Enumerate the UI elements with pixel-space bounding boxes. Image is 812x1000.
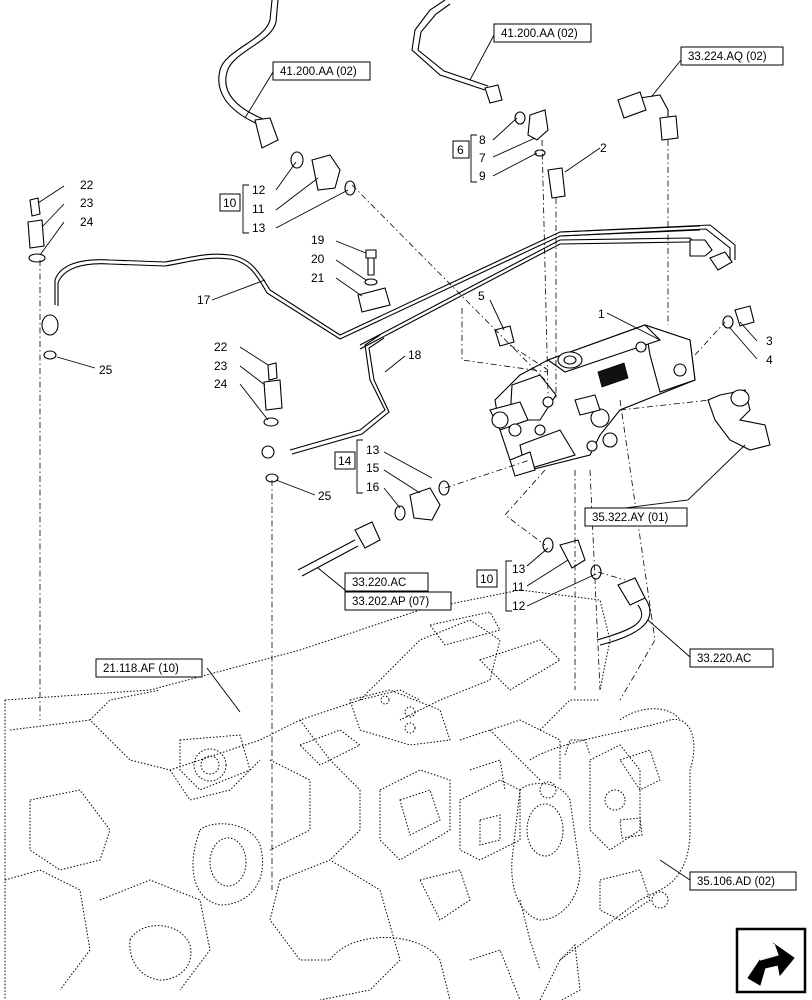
callout-25-lower: 25 bbox=[318, 489, 332, 503]
callout-23-lower: 23 bbox=[214, 359, 228, 373]
callout-18: 18 bbox=[408, 348, 422, 362]
callout-14: 14 bbox=[338, 454, 352, 468]
callout-22-lower: 22 bbox=[214, 340, 228, 354]
brackets bbox=[242, 134, 512, 612]
ref-33-220-ac-right-box[interactable] bbox=[689, 648, 774, 668]
ref-21-118-af[interactable]: 21.118.AF (10) bbox=[103, 663, 179, 675]
ref-33-220-ac-right[interactable]: 33.220.AC bbox=[697, 653, 751, 665]
callout-3: 3 bbox=[766, 334, 773, 348]
callout-6: 6 bbox=[457, 143, 464, 157]
callout-10-lower: 10 bbox=[480, 572, 494, 586]
reference-labels: 41.200.AA (02) 41.200.AA (02) 33.224.AQ … bbox=[95, 23, 797, 891]
ref-41-200-aa-left-box[interactable] bbox=[272, 61, 371, 81]
callout-15: 15 bbox=[366, 461, 380, 475]
callout-24-lower: 24 bbox=[214, 377, 228, 391]
callout-22-upper: 22 bbox=[80, 178, 94, 192]
callout-23-upper: 23 bbox=[80, 196, 94, 210]
callout-17: 17 bbox=[197, 293, 211, 307]
callout-19: 19 bbox=[311, 233, 325, 247]
next-page-arrow-icon[interactable] bbox=[735, 927, 807, 994]
ref-33-220-ac-left[interactable]: 33.220.AC bbox=[352, 577, 406, 589]
callout-10-upper: 10 bbox=[223, 196, 237, 210]
callout-9: 9 bbox=[479, 169, 486, 183]
ref-33-224-aq[interactable]: 33.224.AQ (02) bbox=[688, 51, 767, 63]
callout-5: 5 bbox=[478, 289, 485, 303]
tractor-frame-outline bbox=[4, 589, 611, 1000]
callout-6-box bbox=[452, 140, 470, 159]
ref-33-202-ap[interactable]: 33.202.AP (07) bbox=[352, 596, 429, 608]
leader-lines bbox=[37, 34, 758, 881]
ref-41-200-aa-right[interactable]: 41.200.AA (02) bbox=[501, 28, 578, 40]
ref-33-224-aq-box[interactable] bbox=[680, 46, 784, 66]
callout-21: 21 bbox=[311, 271, 325, 285]
callout-14-box bbox=[334, 451, 356, 470]
hydraulic-pump-outline bbox=[511, 708, 695, 1000]
fittings bbox=[27, 0, 771, 646]
callout-16: 16 bbox=[366, 480, 380, 494]
callout-12-upper: 12 bbox=[252, 183, 266, 197]
callout-2: 2 bbox=[600, 141, 607, 155]
ref-21-118-af-box[interactable] bbox=[95, 658, 203, 678]
callout-10-upper-box bbox=[219, 193, 241, 212]
ref-35-322-ay-box[interactable] bbox=[584, 507, 688, 527]
ref-33-220-ac-left-box[interactable] bbox=[344, 572, 429, 592]
callout-11-lower: 11 bbox=[512, 580, 525, 594]
callout-1: 1 bbox=[598, 307, 605, 321]
callout-24-upper: 24 bbox=[80, 215, 94, 229]
callout-13-lower: 13 bbox=[512, 562, 526, 576]
callout-4: 4 bbox=[766, 353, 773, 367]
callout-7: 7 bbox=[479, 151, 486, 165]
callout-labels: 2 5 1 3 4 6 8 7 9 10 12 11 13 22 23 24 2… bbox=[80, 133, 773, 613]
ref-33-202-ap-box[interactable] bbox=[344, 591, 452, 611]
pipe-assemblies bbox=[54, 224, 736, 455]
control-valve bbox=[489, 324, 696, 477]
callout-13-mid: 13 bbox=[366, 443, 380, 457]
ref-35-106-ad[interactable]: 35.106.AD (02) bbox=[697, 876, 775, 888]
callout-8: 8 bbox=[479, 133, 486, 147]
callout-11-upper: 11 bbox=[252, 202, 265, 216]
center-lines bbox=[39, 139, 726, 890]
ref-41-200-aa-right-box[interactable] bbox=[493, 23, 592, 43]
callout-12-lower: 12 bbox=[512, 599, 526, 613]
ref-41-200-aa-left[interactable]: 41.200.AA (02) bbox=[280, 66, 357, 78]
ref-35-106-ad-box[interactable] bbox=[689, 871, 797, 891]
callout-10-lower-box bbox=[476, 569, 498, 588]
ref-35-322-ay[interactable]: 35.322.AY (01) bbox=[592, 512, 668, 524]
callout-20: 20 bbox=[311, 252, 325, 266]
callout-13-upper: 13 bbox=[252, 221, 266, 235]
callout-25-upper: 25 bbox=[99, 363, 113, 377]
